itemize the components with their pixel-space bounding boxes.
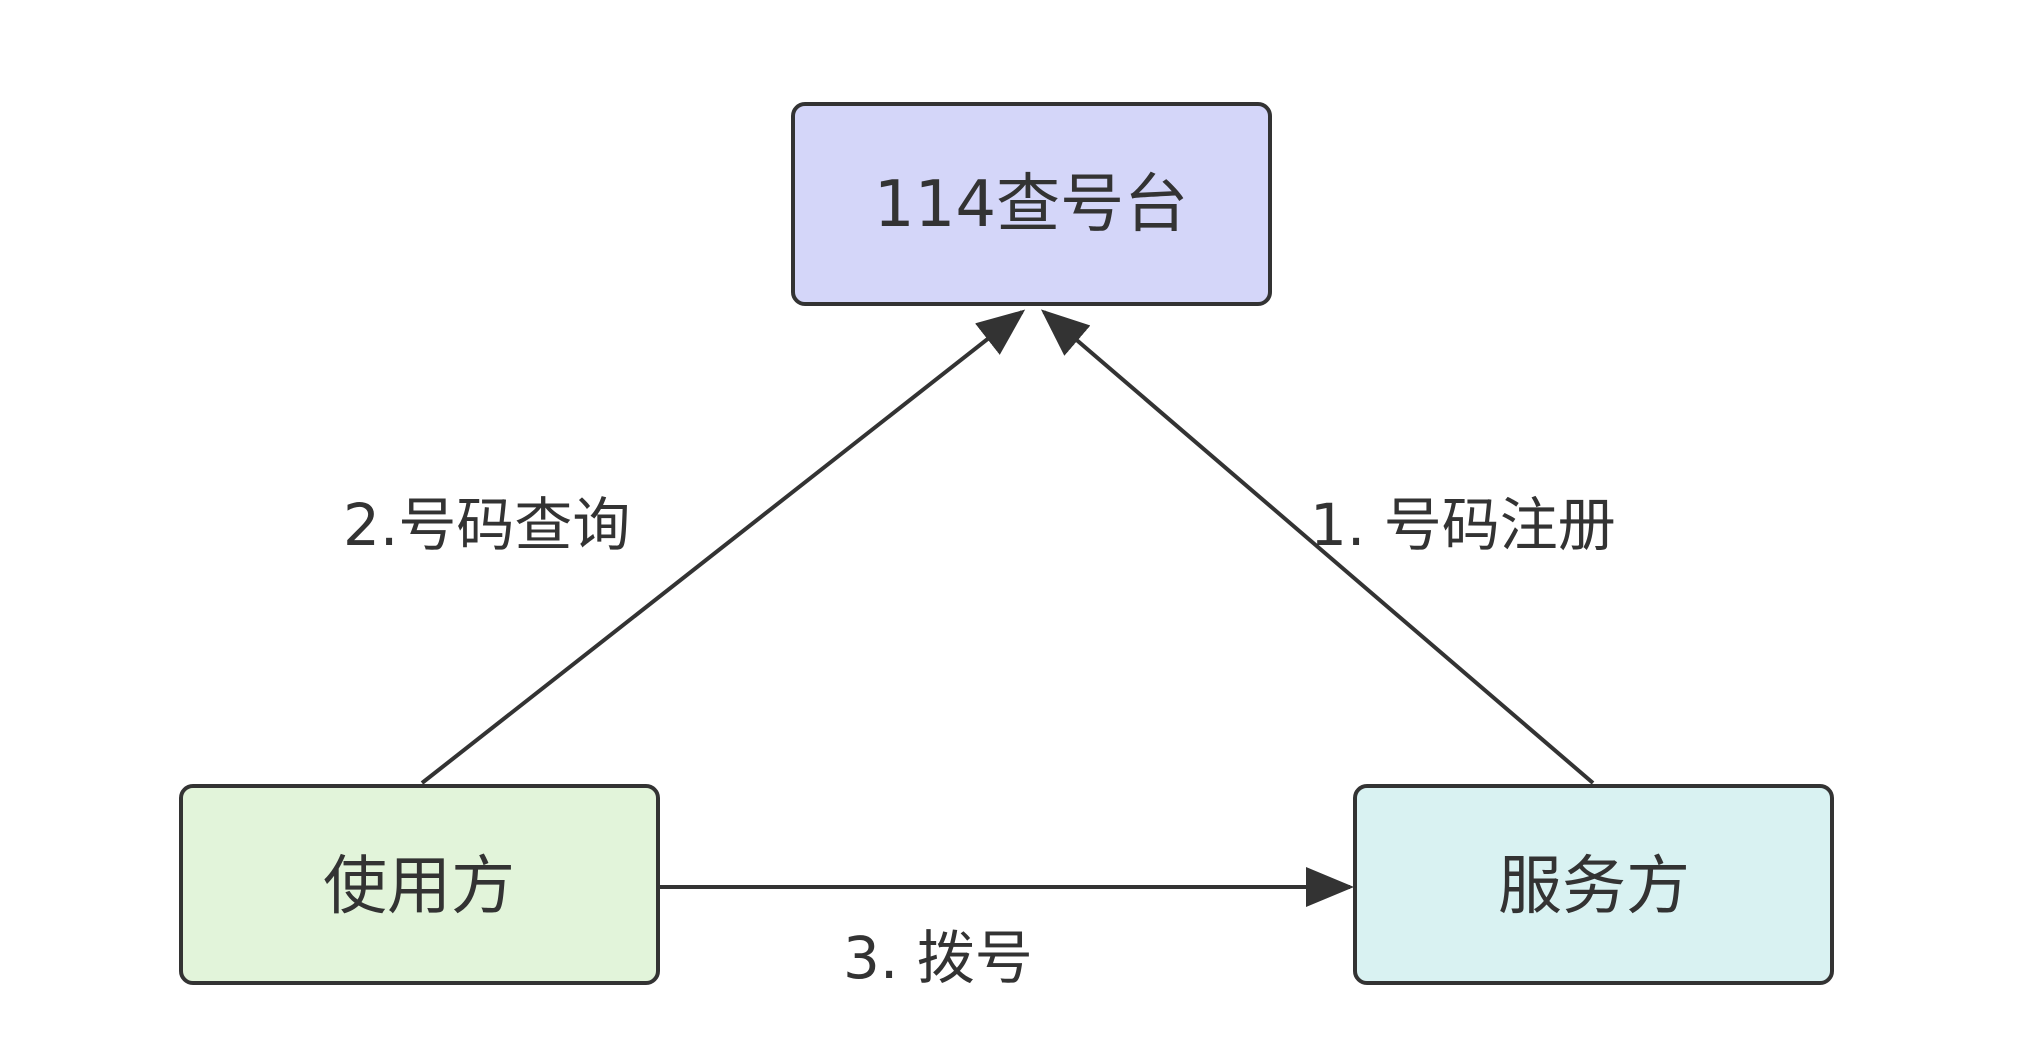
edge-query-line xyxy=(420,309,1026,785)
edge-register-label: 1. 号码注册 xyxy=(1310,491,1616,559)
edge-dial: 3. 拨号 xyxy=(659,867,1354,992)
edge-query: 2.号码查询 xyxy=(343,309,1026,785)
edge-query-label: 2.号码查询 xyxy=(343,491,630,559)
node-provider-box xyxy=(1353,784,1834,985)
node-directory-box xyxy=(791,102,1272,306)
edge-dial-label: 3. 拨号 xyxy=(843,924,1033,992)
node-provider-label: 服务方 xyxy=(1498,850,1690,924)
node-consumer-box xyxy=(179,784,660,985)
edge-register: 1. 号码注册 xyxy=(1040,309,1616,785)
node-directory: 114查号台 xyxy=(791,102,1272,306)
node-consumer: 使用方 xyxy=(179,784,660,985)
node-provider: 服务方 xyxy=(1353,784,1834,985)
node-consumer-label: 使用方 xyxy=(323,850,515,924)
edge-register-line xyxy=(1040,309,1595,785)
node-directory-label: 114查号台 xyxy=(874,168,1188,242)
